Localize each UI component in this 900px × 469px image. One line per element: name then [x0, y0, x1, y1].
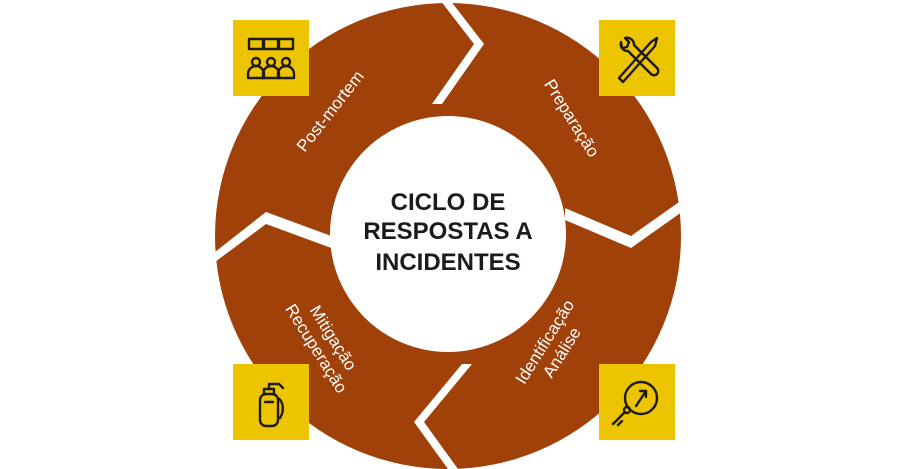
tools-icon: [599, 20, 675, 96]
target-arrow-icon: [599, 364, 675, 440]
team-discussion-icon: [233, 20, 309, 96]
center-title-line-2: RESPOSTAS A: [363, 218, 532, 245]
separator-right: [565, 195, 689, 248]
separator-bottom: [414, 364, 472, 469]
center-title-line-3: INCIDENTES: [375, 249, 520, 276]
center-circle: [330, 116, 566, 352]
fire-extinguisher-icon: [233, 364, 309, 440]
separator-top: [432, 0, 484, 104]
center-title-line-1: CICLO DE: [391, 189, 506, 216]
separator-left: [215, 212, 334, 262]
